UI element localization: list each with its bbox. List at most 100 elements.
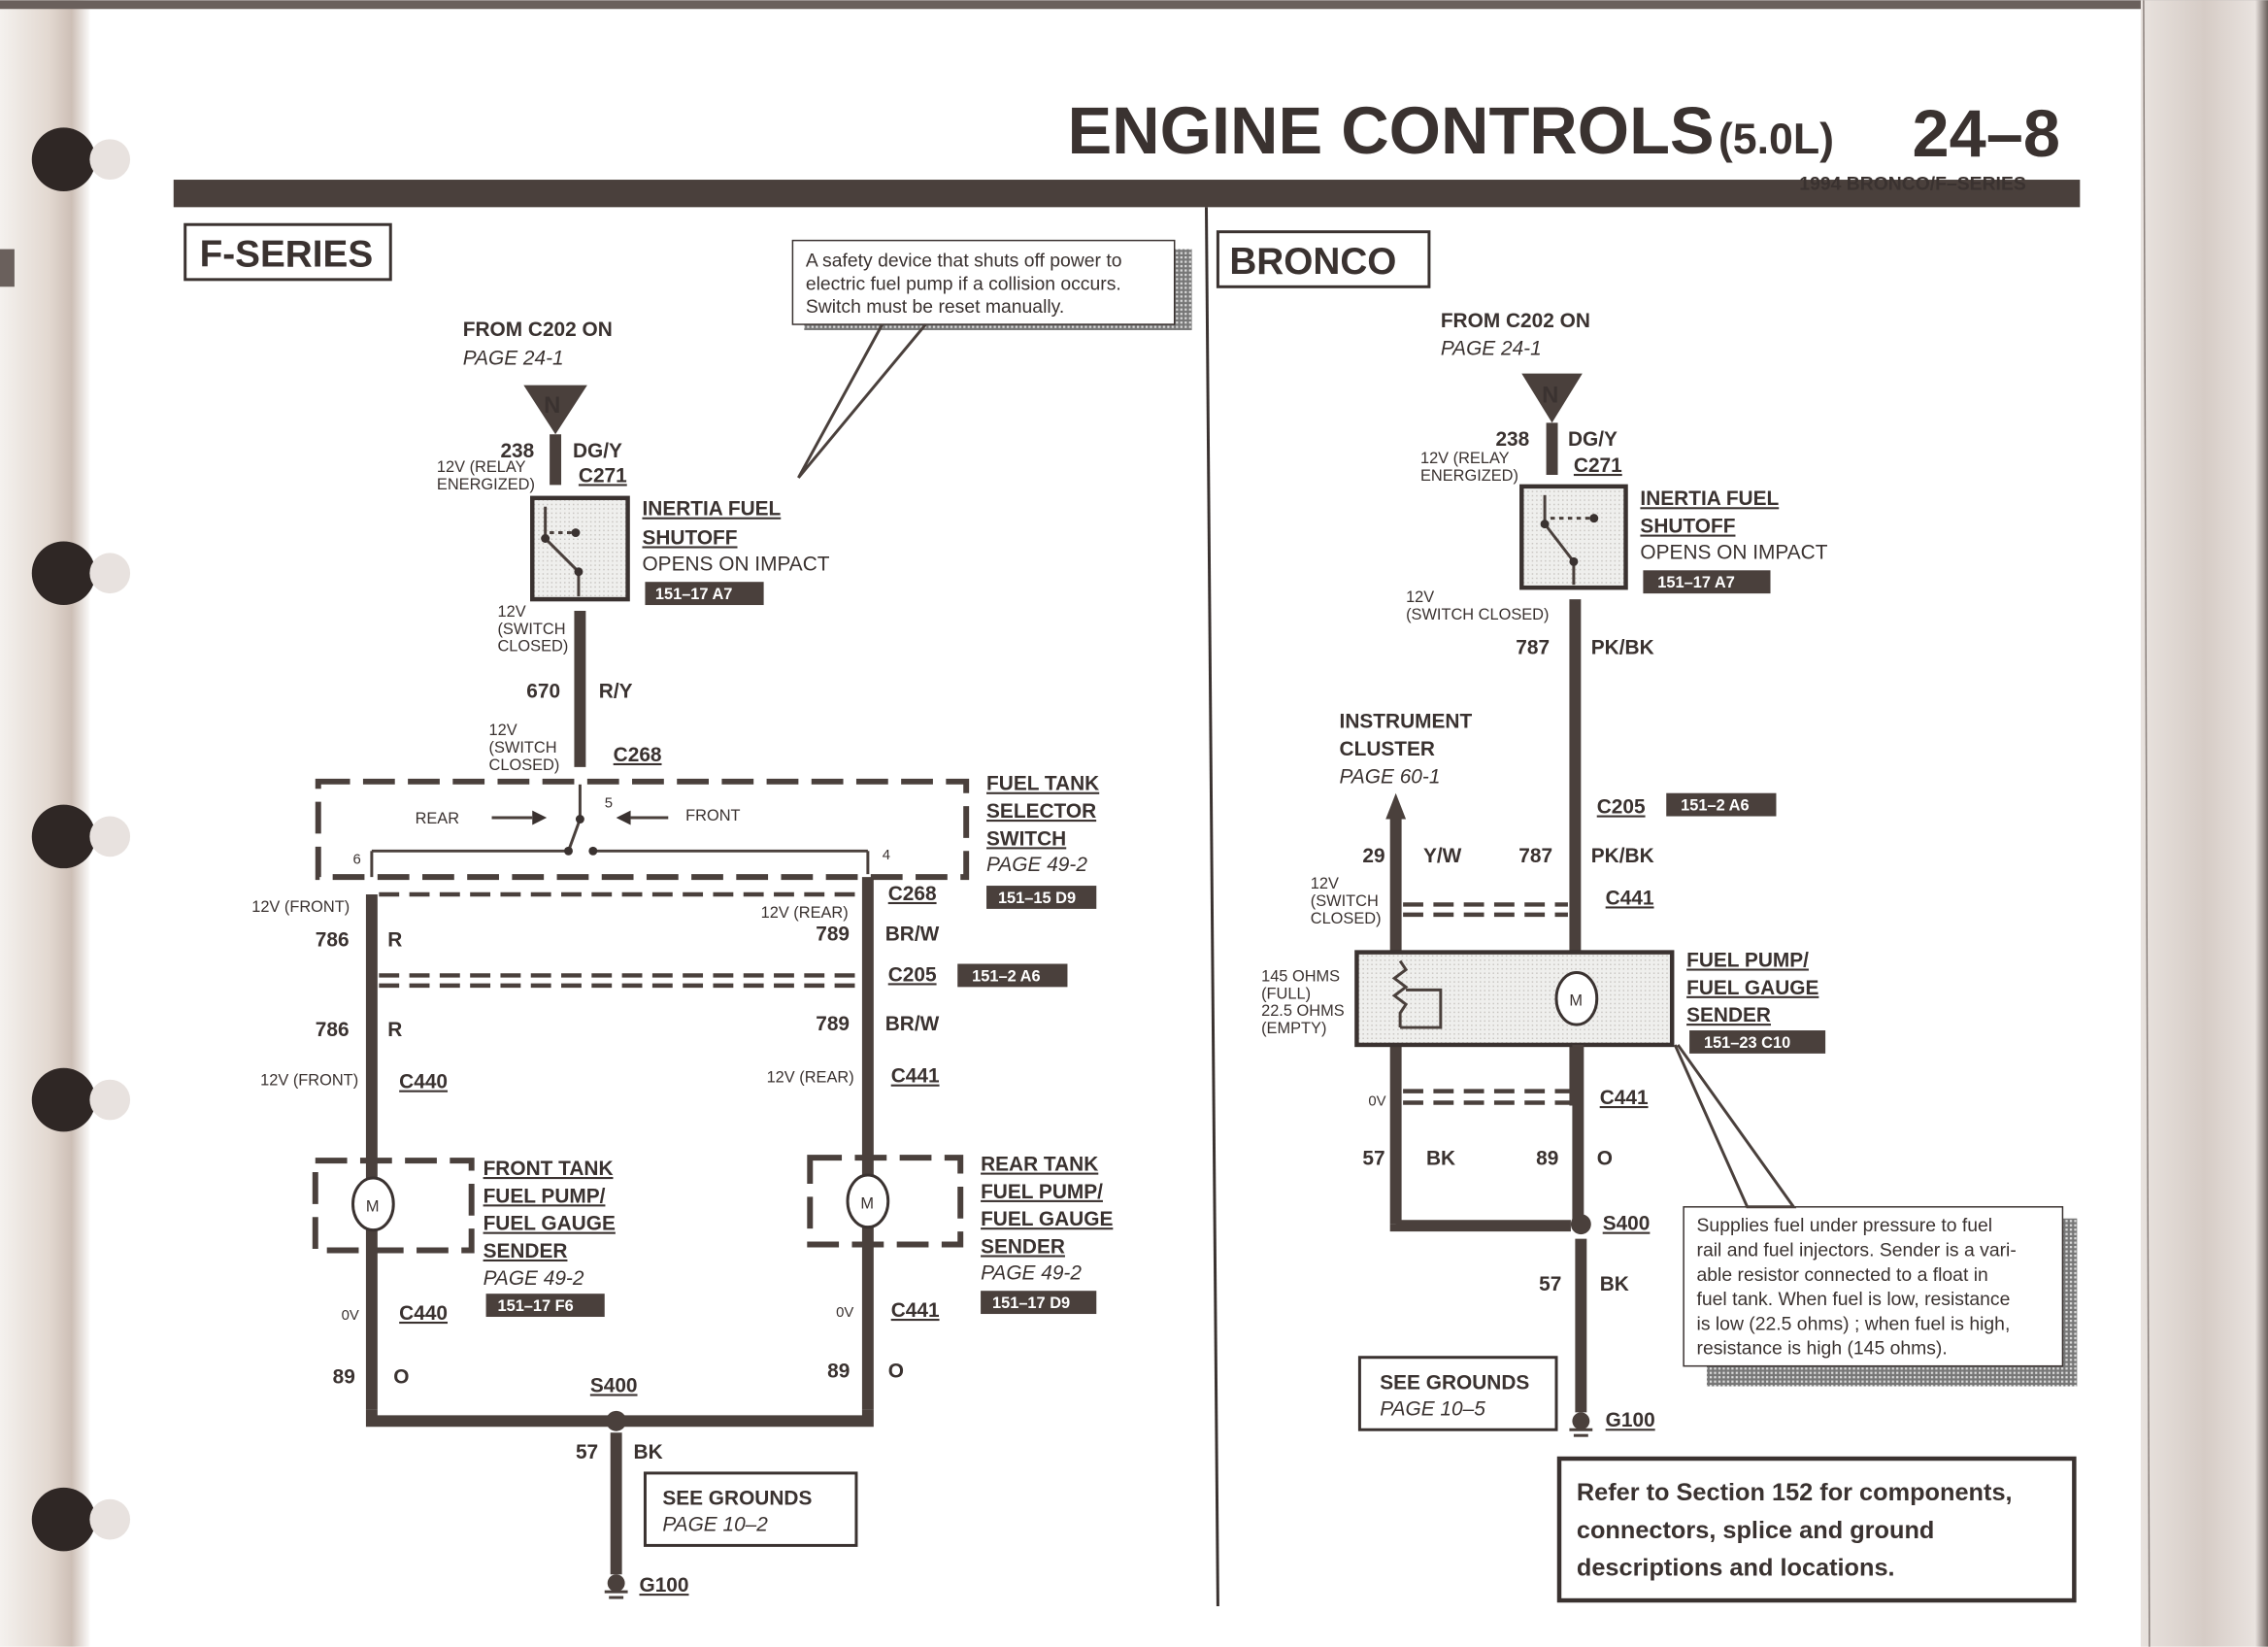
header-subtitle: 1994 BRONCO/F–SERIES [1799,173,2026,194]
f-selector-ref: 151–15 D9 [998,890,1076,907]
b-see-grounds-1: SEE GROUNDS [1380,1372,1529,1395]
b-callout-line3: able resistor connected to a float in [1697,1264,1988,1286]
f-color-789b: BR/W [885,1013,940,1035]
b-29-v2: (SWITCH [1311,892,1379,910]
f-rear-pump-ref: 151–17 D9 [992,1294,1070,1312]
f-callout-line3: Switch must be reset manually. [806,296,1064,318]
b-color-57b: BK [1600,1273,1629,1295]
f-color-89a: O [393,1366,409,1389]
f-inertia-name1: INERTIA FUEL [642,498,781,521]
b-787-v1: 12V [1406,588,1434,606]
b-voltage-238b: ENERGIZED) [1420,467,1518,485]
b-motor-icon [1554,970,1599,1026]
b-see-grounds-2: PAGE 10–5 [1380,1397,1485,1420]
b-source-line2: PAGE 24-1 [1441,337,1542,359]
f-inertia-desc: OPENS ON IMPACT [642,553,829,575]
f-rear-pump-name4: SENDER [981,1235,1065,1258]
b-source-line1: FROM C202 ON [1441,310,1590,332]
b-ohms-3: 22.5 OHMS [1261,1002,1345,1020]
b-ground-g100: G100 [1606,1409,1655,1431]
f-670-vb3: CLOSED) [489,756,560,774]
f-rear-pump-name1: REAR TANK [981,1154,1098,1176]
b-resistor-icon [1391,959,1443,1029]
b-circuit-29: 29 [1362,845,1384,867]
f-selector-page: PAGE 49-2 [986,854,1087,876]
b-inertia-name2: SHUTOFF [1640,516,1735,538]
b-circuit-57b: 57 [1539,1273,1561,1295]
f-color-670: R/Y [599,680,633,702]
b-circuit-89: 89 [1536,1148,1558,1170]
f-670-v3: CLOSED) [497,638,568,655]
f-selector-pin6: 6 [353,853,361,868]
f-circuit-786a: 786 [316,929,350,952]
f-670-vb2: (SWITCH [489,739,557,756]
f-callout-box [791,239,1176,325]
b-motor-label: M [1569,992,1583,1010]
f-circuit-89b: 89 [827,1361,850,1383]
f-selector-name2: SELECTOR [986,800,1096,823]
b-cluster-name1: INSTRUMENT [1340,711,1473,733]
b-callout-line4: fuel tank. When fuel is low, resistance [1697,1289,2011,1310]
f-front-pump-name1: FRONT TANK [484,1158,614,1180]
connector-n-letter: N [544,392,560,419]
f-color-786a: R [387,929,402,952]
b-color-89: O [1597,1148,1613,1170]
b-color-787a: PK/BK [1591,637,1654,659]
b-note-line3: descriptions and locations. [1577,1555,1895,1582]
f-670-v1: 12V [497,603,525,621]
bronco-section: BRONCO FROM C202 ON PAGE 24-1 N 238 DG/Y… [1216,230,2078,1603]
b-circuit-787a: 787 [1516,637,1550,659]
binder-holes [31,127,96,1552]
f-circuit-789b: 789 [816,1013,850,1035]
b-color-29: Y/W [1423,845,1462,867]
f-callout-line1: A safety device that shuts off power to [806,250,1122,271]
f-rear-ov: 0V [836,1305,853,1321]
f-connector-c205: C205 [888,963,937,986]
f-front-pump-page: PAGE 49-2 [484,1267,584,1290]
f-selector-pin4: 4 [883,848,890,863]
header-bar [173,180,2081,208]
f-rear-voltage2: 12V (REAR) [767,1069,854,1087]
f-circuit-57: 57 [576,1441,598,1463]
b-callout-line2: rail and fuel injectors. Sender is a var… [1697,1239,2017,1260]
f-voltage-238: 12V (RELAY [437,458,526,476]
b-inertia-ref: 151–17 A7 [1657,574,1735,591]
f-selector-pin5: 5 [605,796,613,812]
b-inertia-name1: INERTIA FUEL [1640,487,1779,510]
f-selector-name1: FUEL TANK [986,773,1099,795]
b-inertia-desc: OPENS ON IMPACT [1640,541,1827,563]
f-selector-rear: REAR [416,810,460,827]
front-motor-icon [351,1176,395,1232]
f-rear-voltage: 12V (REAR) [761,904,849,922]
f-connector-c440-b: C440 [399,1302,448,1325]
f-front-pump-ref: 151–17 F6 [497,1297,573,1315]
f-circuit-789a: 789 [816,924,850,946]
b-splice-s400: S400 [1603,1213,1651,1235]
f-rear-motor-label: M [860,1194,874,1212]
f-front-pump-name3: FUEL GAUGE [484,1213,616,1235]
b-787-v2: (SWITCH CLOSED) [1406,606,1549,623]
f-inertia-name2: SHUTOFF [642,526,737,549]
b-note-line1: Refer to Section 152 for components, [1577,1479,2013,1506]
column-divider [1205,207,1219,1606]
f-circuit-786b: 786 [316,1019,350,1041]
b-inertia-switch-box [1519,484,1628,590]
f-callout-line2: electric fuel pump if a collision occurs… [806,273,1121,294]
b-pump-ref: 151–23 C10 [1704,1034,1790,1052]
b-circuit-787b: 787 [1518,845,1552,867]
f-inertia-ref: 151–17 A7 [655,586,733,603]
b-connector-n-letter: N [1542,382,1558,408]
b-circuit-238: 238 [1495,428,1529,451]
b-color-787b: PK/BK [1591,845,1654,867]
f-connector-c441: C441 [891,1065,940,1088]
b-splice-dot-icon [1570,1214,1591,1235]
b-pump-box [1354,950,1675,1048]
b-connector-c205: C205 [1597,796,1646,819]
b-callout-box [1683,1206,2064,1367]
b-pump-name3: SENDER [1686,1004,1771,1026]
f-front-voltage: 12V (FRONT) [251,898,350,916]
f-670-vb1: 12V [489,722,517,739]
f-rear-pump-box [807,1155,964,1248]
f-splice-s400: S400 [590,1374,638,1396]
